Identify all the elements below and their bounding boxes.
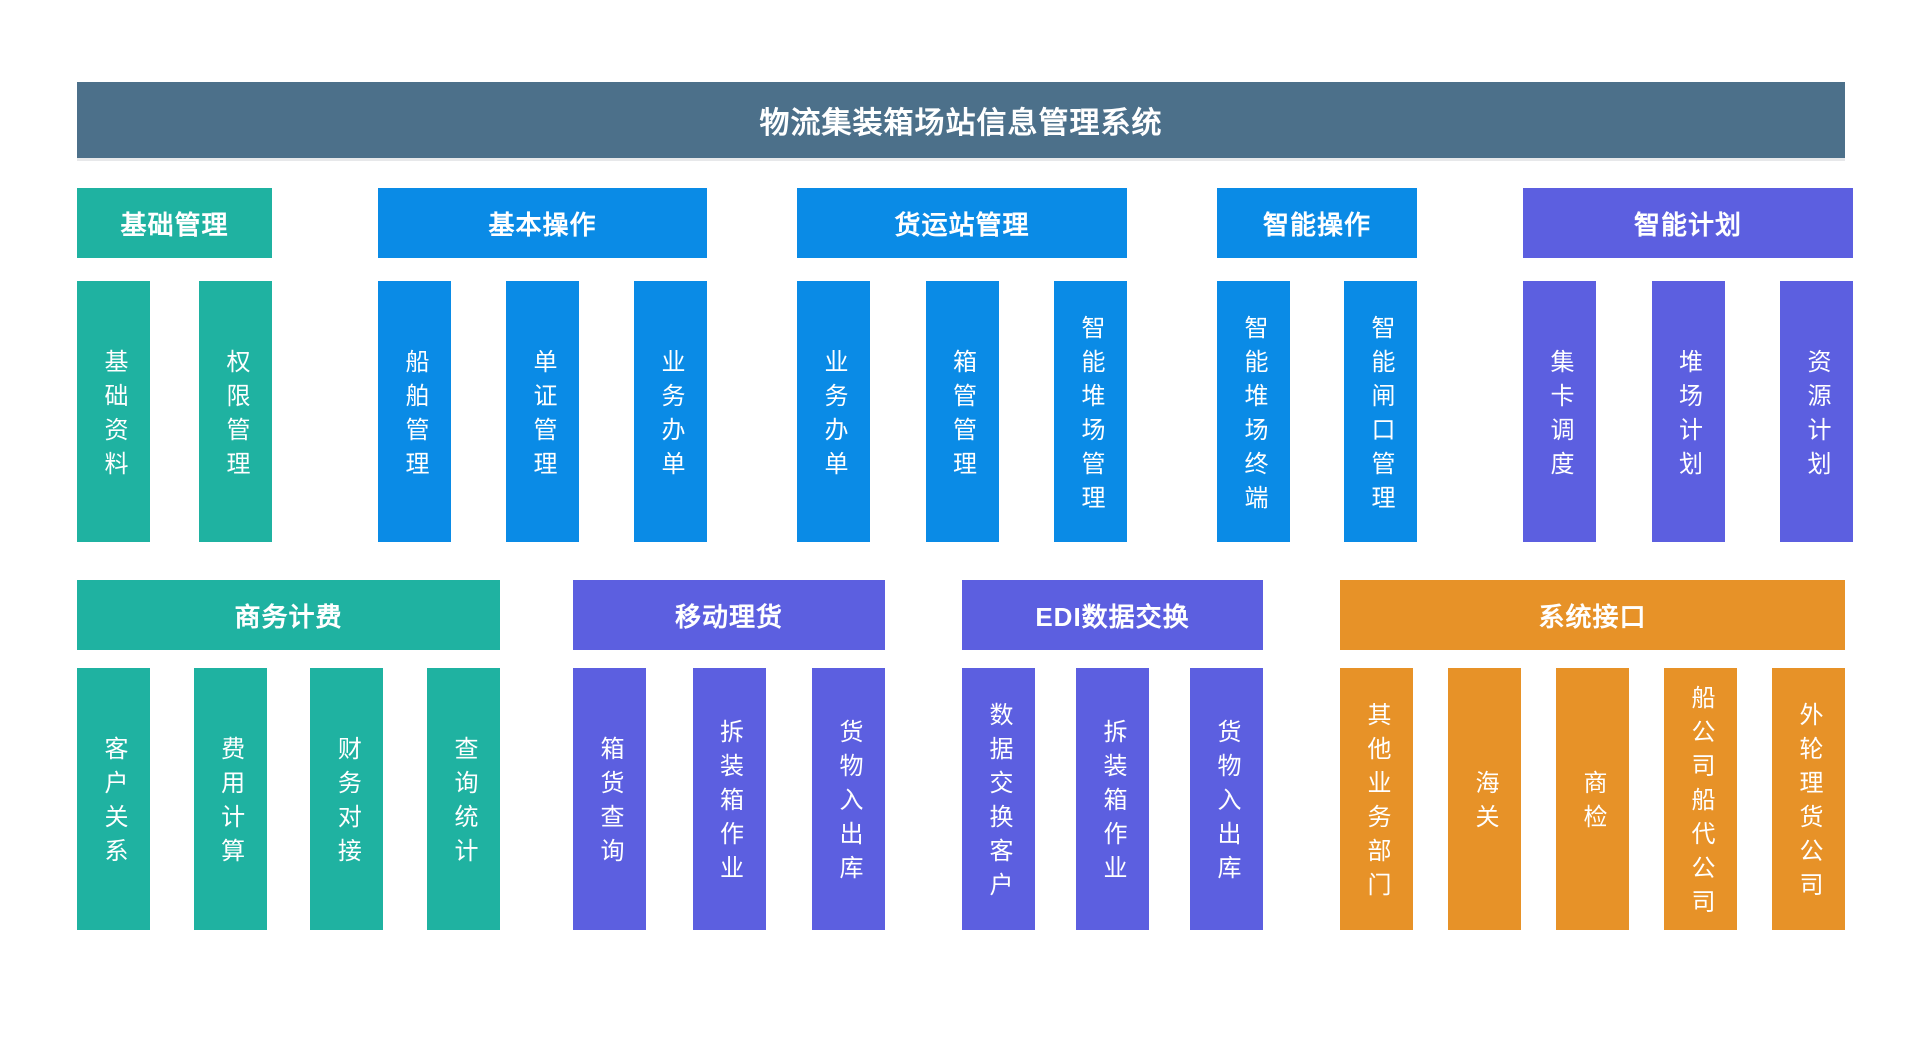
module-label: 资源计划 [1803,348,1830,485]
group-freight-station: 货运站管理业务办单 箱管管理 智能堆场管理 [797,188,1127,542]
module-column: 货物入出库 [1190,668,1263,930]
module-label: 智能堆场终端 [1240,314,1267,519]
group-header-basic-operations: 基本操作 [378,188,707,258]
group-header-label: 基本操作 [488,209,597,240]
module-label: 业务办单 [657,348,684,485]
group-columns-basic-management: 基础资料 权限管理 [77,281,272,542]
module-column: 财务对接 [310,668,384,930]
module-label: 权限管理 [222,348,249,485]
module-column: 业务办单 [797,281,870,542]
module-label: 集卡调度 [1546,348,1573,485]
module-label: 船舶管理 [401,348,428,485]
group-header-label: 系统接口 [1538,601,1647,632]
group-header-mobile-tally: 移动理货 [573,580,885,650]
module-label: 外轮理货公司 [1795,702,1822,906]
module-column: 智能堆场管理 [1054,281,1127,542]
module-label: 业务办单 [820,348,847,485]
group-edi-data-exchange: EDI数据交换数据交换客户 拆装箱作业 货物入出库 [962,580,1263,930]
group-header-smart-operations: 智能操作 [1217,188,1417,258]
module-column: 资源计划 [1780,281,1853,542]
module-column: 费用计算 [193,668,267,930]
group-header-system-interface: 系统接口 [1340,580,1845,650]
module-label: 客户关系 [100,736,127,872]
diagram-title-bar: 物流集装箱场站信息管理系统 [77,82,1845,158]
group-columns-freight-station: 业务办单 箱管管理 智能堆场管理 [797,281,1127,542]
module-label: 货物入出库 [1213,719,1240,889]
group-header-label: 智能操作 [1262,209,1371,240]
module-column: 智能闸口管理 [1344,281,1417,542]
module-column: 箱管管理 [925,281,999,542]
module-column: 箱货查询 [573,668,646,930]
module-column: 船舶管理 [378,281,451,542]
module-label: 单证管理 [529,348,556,485]
module-label: 查询统计 [449,736,477,872]
module-column: 商检 [1556,668,1629,930]
group-smart-operations: 智能操作智能堆场终端 智能闸口管理 [1217,188,1417,542]
group-columns-commerce-billing: 客户关系 费用计算 财务对接 查询统计 [77,668,500,930]
module-column: 单证管理 [506,281,579,542]
group-basic-operations: 基本操作船舶管理 单证管理 业务办单 [378,188,707,542]
module-column: 海关 [1448,668,1521,930]
group-columns-smart-planning: 集卡调度 堆场计划 资源计划 [1523,281,1853,542]
module-column: 业务办单 [634,281,707,542]
module-label: 商检 [1579,770,1606,838]
module-label: 箱货查询 [596,736,623,872]
module-label: 其他业务部门 [1363,702,1390,906]
module-label: 数据交换客户 [985,702,1012,906]
module-column: 查询统计 [426,668,500,930]
module-column: 集卡调度 [1523,281,1596,542]
group-header-commerce-billing: 商务计费 [77,580,500,650]
group-header-label: EDI数据交换 [1035,601,1190,632]
group-columns-mobile-tally: 箱货查询 拆装箱作业 货物入出库 [573,668,885,930]
group-header-label: 基础管理 [120,209,229,240]
module-column: 数据交换客户 [962,668,1035,930]
module-label: 箱管管理 [948,348,976,485]
module-column: 权限管理 [199,281,272,542]
module-column: 船公司船代公司 [1664,668,1737,930]
group-columns-basic-operations: 船舶管理 单证管理 业务办单 [378,281,707,542]
group-columns-smart-operations: 智能堆场终端 智能闸口管理 [1217,281,1417,542]
module-column: 拆装箱作业 [1076,668,1149,930]
module-label: 海关 [1471,770,1498,838]
module-column: 堆场计划 [1651,281,1725,542]
module-label: 基础资料 [100,348,127,485]
group-basic-management: 基础管理基础资料 权限管理 [77,188,272,542]
group-mobile-tally: 移动理货箱货查询 拆装箱作业 货物入出库 [573,580,885,930]
module-column: 货物入出库 [812,668,885,930]
module-column: 客户关系 [77,668,150,930]
group-commerce-billing: 商务计费客户关系 费用计算 财务对接 查询统计 [77,580,500,930]
module-label: 拆装箱作业 [1099,719,1126,889]
module-column: 拆装箱作业 [692,668,766,930]
group-system-interface: 系统接口其他业务部门 海关 商检 船公司船代公司 外轮理货公司 [1340,580,1845,930]
group-header-edi-data-exchange: EDI数据交换 [962,580,1263,650]
module-label: 财务对接 [333,736,361,872]
module-label: 堆场计划 [1674,348,1702,485]
group-header-label: 智能计划 [1633,209,1742,240]
module-label: 货物入出库 [835,719,862,889]
module-column: 外轮理货公司 [1772,668,1845,930]
group-columns-system-interface: 其他业务部门 海关 商检 船公司船代公司 外轮理货公司 [1340,668,1845,930]
group-header-label: 移动理货 [674,601,783,632]
module-label: 智能堆场管理 [1077,314,1104,519]
group-header-label: 货运站管理 [894,209,1030,240]
group-header-basic-management: 基础管理 [77,188,272,258]
module-label: 费用计算 [216,736,244,872]
module-label: 拆装箱作业 [715,719,743,889]
group-header-label: 商务计费 [234,601,343,632]
group-header-smart-planning: 智能计划 [1523,188,1853,258]
group-columns-edi-data-exchange: 数据交换客户 拆装箱作业 货物入出库 [962,668,1263,930]
module-label: 船公司船代公司 [1687,685,1714,923]
module-column: 基础资料 [77,281,150,542]
diagram-title: 物流集装箱场站信息管理系统 [759,107,1163,140]
module-column: 其他业务部门 [1340,668,1413,930]
module-column: 智能堆场终端 [1217,281,1290,542]
module-label: 智能闸口管理 [1367,314,1394,519]
group-smart-planning: 智能计划集卡调度 堆场计划 资源计划 [1523,188,1853,542]
group-header-freight-station: 货运站管理 [797,188,1127,258]
